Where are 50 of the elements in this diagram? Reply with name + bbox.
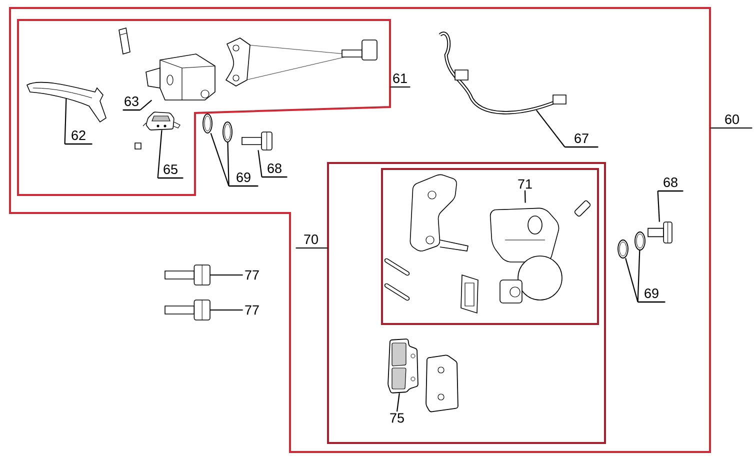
callout-number: 65	[158, 164, 184, 179]
leader-line	[637, 250, 640, 302]
callout-number: 60	[725, 114, 739, 124]
bolt-drawing	[164, 264, 210, 286]
leader-line	[625, 258, 638, 302]
group-outline	[381, 168, 599, 325]
leader-line	[396, 393, 400, 412]
leader-line	[657, 190, 660, 222]
leader-line	[227, 142, 230, 186]
leader-line	[210, 133, 230, 186]
hose-drawing	[439, 32, 566, 114]
bolt-drawing	[242, 132, 272, 150]
callout-number: 69	[228, 172, 258, 187]
leader-line	[157, 130, 162, 178]
washer-drawing	[618, 240, 628, 258]
leader-line	[210, 274, 243, 276]
leader-line	[210, 309, 243, 311]
washer-drawing	[634, 232, 646, 250]
bolt-drawing	[164, 300, 210, 320]
leader-line	[64, 98, 67, 144]
caliper-drawing	[490, 208, 562, 304]
callout-number: 75	[390, 413, 404, 423]
leader-line	[296, 247, 328, 249]
callout-number: 61	[393, 74, 407, 84]
callout-number: 70	[304, 234, 318, 244]
callout-number: 63	[122, 96, 140, 111]
callout-number: 69	[638, 288, 666, 303]
callout-number: 71	[518, 179, 532, 189]
callout-number: 68	[262, 164, 288, 178]
group-outline	[9, 7, 711, 453]
callout-number: 67	[564, 134, 598, 148]
group-outline	[327, 162, 606, 444]
leader-line	[710, 127, 752, 129]
washer-drawing	[202, 114, 212, 134]
callout-number: 77	[245, 305, 259, 315]
leader-line	[390, 86, 410, 88]
leader-line	[258, 150, 262, 178]
brake-lever-drawing	[26, 82, 106, 122]
group-outline	[17, 19, 391, 196]
leader-line	[536, 110, 566, 148]
callout-number: 68	[658, 178, 684, 192]
leader-line	[140, 100, 152, 110]
callout-number: 77	[245, 270, 259, 280]
callout-number: 62	[64, 130, 92, 145]
master-cylinder-drawing	[146, 54, 216, 100]
brake-pad-drawing	[388, 338, 418, 394]
leader-line	[524, 190, 526, 203]
switch-drawing	[142, 112, 180, 130]
bolt-drawing	[648, 222, 672, 244]
washer-drawing	[222, 122, 232, 142]
